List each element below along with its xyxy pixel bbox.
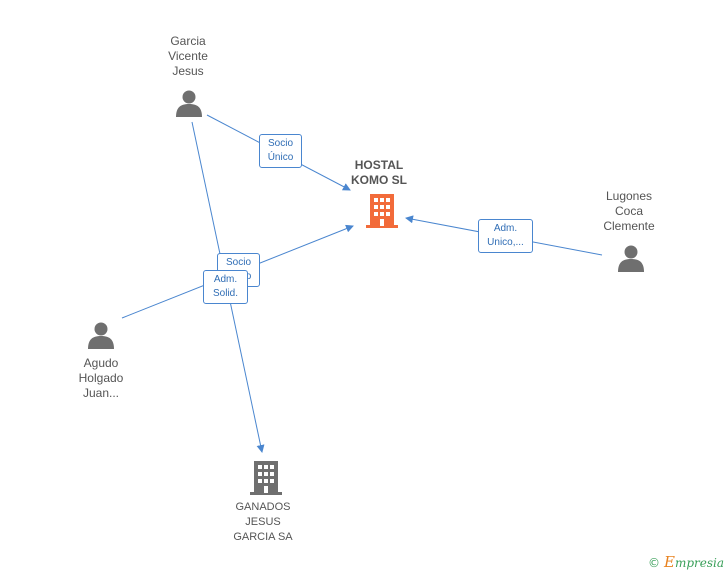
- node-label-hostal[interactable]: HOSTAL KOMO SL: [351, 158, 407, 187]
- building-icon[interactable]: [366, 194, 398, 228]
- person-icon[interactable]: [176, 90, 202, 118]
- node-label-ganados[interactable]: GANADOS JESUS GARCIA SA: [233, 501, 293, 543]
- node-label-lugones[interactable]: Lugones Coca Clemente: [603, 189, 655, 233]
- empresia-logo: ©Empresia: [648, 553, 724, 571]
- node-label-agudo[interactable]: Agudo Holgado Juan...: [78, 356, 124, 400]
- person-icon[interactable]: [618, 245, 644, 273]
- node-label-garcia[interactable]: Garcia Vicente Jesus: [168, 34, 208, 78]
- edge-label-garcia-ganados[interactable]: Adm. Solid.: [203, 270, 248, 304]
- building-icon[interactable]: [250, 461, 282, 495]
- brand-initial: E: [663, 553, 675, 571]
- brand-name: mpresia: [674, 556, 724, 570]
- edge-label-lugones-hostal[interactable]: Adm. Unico,...: [478, 219, 533, 253]
- edge-label-garcia-hostal[interactable]: Socio Único: [259, 134, 302, 168]
- person-icon[interactable]: [88, 322, 114, 350]
- copyright-symbol: ©: [647, 556, 660, 570]
